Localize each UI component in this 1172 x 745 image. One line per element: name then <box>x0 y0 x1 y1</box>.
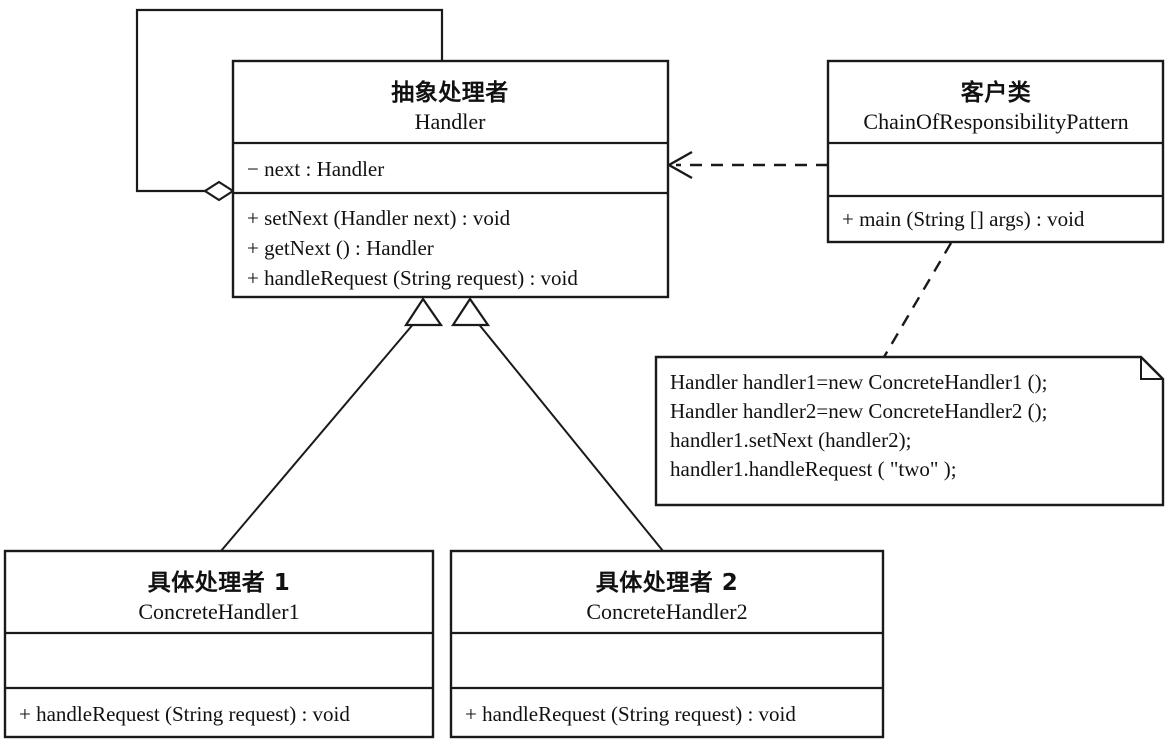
class-box-client[interactable]: 客户类 ChainOfResponsibilityPattern + main … <box>826 59 1165 244</box>
note-line-2: handler1.setNext (handler2); <box>670 428 911 452</box>
concrete1-box-frame <box>3 549 435 739</box>
concrete2-operation-0: + handleRequest (String request) : void <box>465 702 796 726</box>
note-frame <box>654 355 1165 507</box>
handler-operation-2: + handleRequest (String request) : void <box>247 266 578 290</box>
hollow-triangle-icon <box>450 297 491 327</box>
concrete1-operation-0: + handleRequest (String request) : void <box>19 702 350 726</box>
handler-operation-0: + setNext (Handler next) : void <box>247 206 511 230</box>
handler-stereotype-cn: 抽象处理者 <box>391 79 509 106</box>
class-box-concrete-handler-2[interactable]: 具体处理者 2 ConcreteHandler2 + handleRequest… <box>449 549 885 739</box>
relation-client-dependency <box>666 150 828 180</box>
client-box-frame <box>826 59 1165 244</box>
client-stereotype-cn: 客户类 <box>961 79 1032 106</box>
note-box: Handler handler1=new ConcreteHandler1 ()… <box>654 355 1165 507</box>
gen1-line <box>220 321 416 552</box>
relation-self-aggregation <box>135 8 444 202</box>
class-box-concrete-handler-1[interactable]: 具体处理者 1 ConcreteHandler1 + handleRequest… <box>3 549 435 739</box>
relation-gen-concrete1 <box>220 297 444 552</box>
concrete2-stereotype-cn: 具体处理者 2 <box>596 570 739 596</box>
note-line-0: Handler handler1=new ConcreteHandler1 ()… <box>670 370 1047 394</box>
class-box-handler[interactable]: 抽象处理者 Handler − next : Handler + setNext… <box>231 59 670 299</box>
concrete2-class-name: ConcreteHandler2 <box>586 599 747 624</box>
concrete1-class-name: ConcreteHandler1 <box>138 599 299 624</box>
note-fold-corner <box>1140 357 1163 380</box>
note-line-1: Handler handler2=new ConcreteHandler2 ()… <box>670 399 1047 423</box>
handler-attribute-0: − next : Handler <box>247 157 384 181</box>
note-line-3: handler1.handleRequest ( "two" ); <box>670 457 957 481</box>
client-class-name: ChainOfResponsibilityPattern <box>863 109 1128 134</box>
relation-note-anchor <box>882 242 953 358</box>
concrete1-stereotype-cn: 具体处理者 1 <box>148 570 291 596</box>
client-operation-0: + main (String [] args) : void <box>842 207 1085 231</box>
open-arrow-icon <box>666 150 693 180</box>
hollow-triangle-icon <box>403 297 444 327</box>
note-dashed-line <box>882 242 953 358</box>
hollow-diamond-icon <box>202 180 236 202</box>
handler-box-frame <box>231 59 670 299</box>
handler-operation-1: + getNext () : Handler <box>247 236 434 260</box>
relation-gen-concrete2 <box>450 297 664 552</box>
self-aggregation-line <box>135 8 444 193</box>
concrete2-box-frame <box>449 549 885 739</box>
handler-class-name: Handler <box>415 109 487 134</box>
gen2-line <box>476 321 664 552</box>
